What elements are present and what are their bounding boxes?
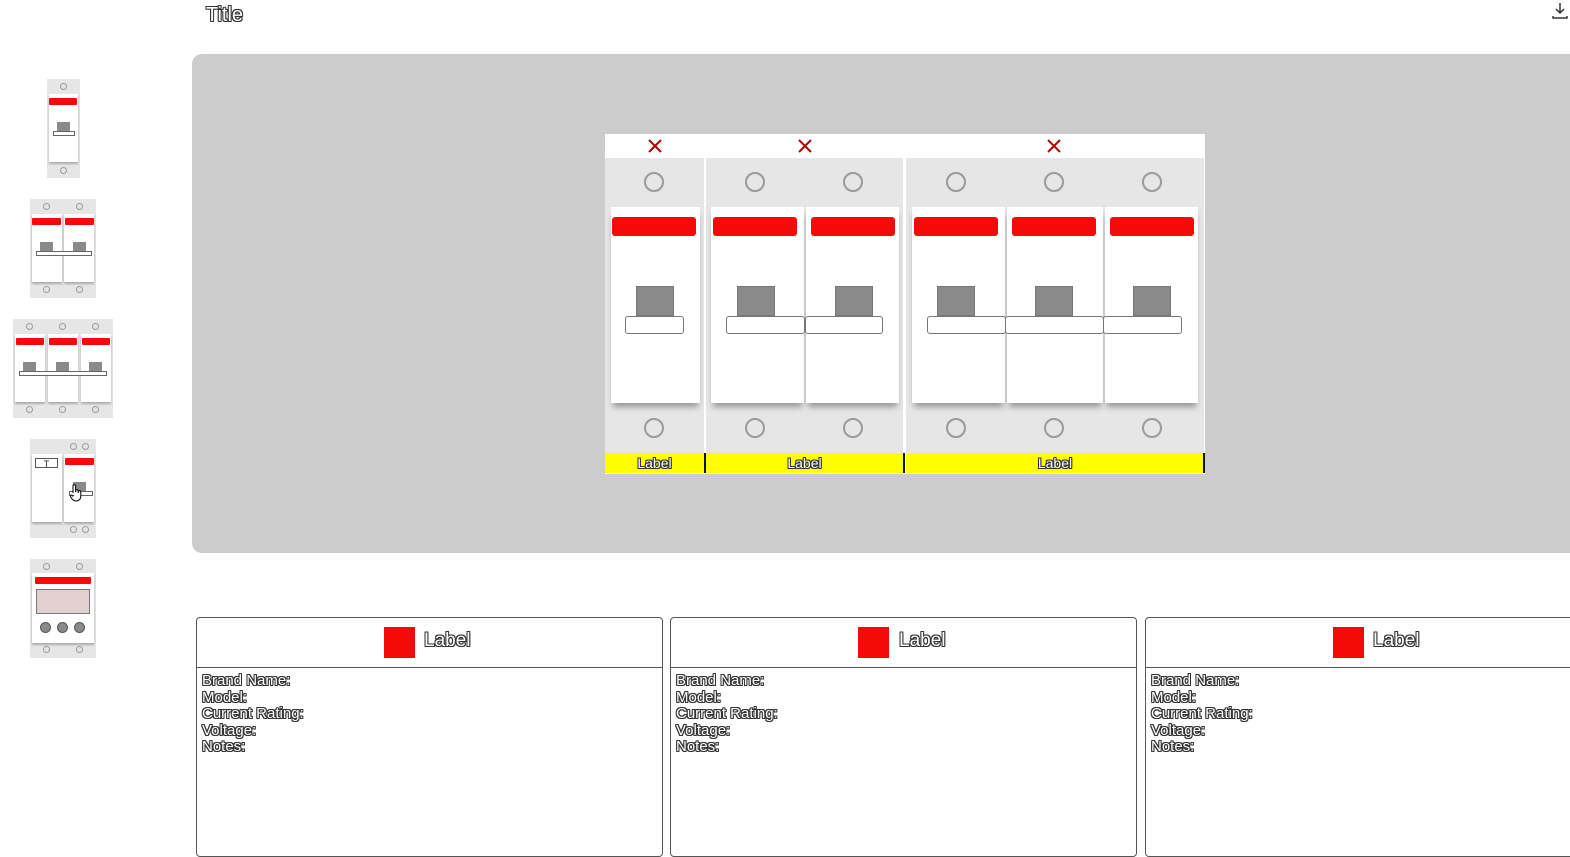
card-label[interactable]: Label	[424, 630, 471, 651]
voltage-field[interactable]: Voltage:	[676, 721, 731, 739]
card-fields[interactable]: Brand Name: Model: Current Rating: Volta…	[1151, 672, 1253, 756]
circuit-info-card: Label Brand Name: Model: Current Rating:…	[196, 617, 663, 857]
current-rating-field[interactable]: Current Rating:	[676, 705, 778, 722]
brand-field[interactable]: Brand Name:	[676, 672, 765, 689]
remove-group-3-close-icon[interactable]	[1046, 137, 1062, 155]
terminal-screw	[1044, 172, 1064, 192]
remove-group-2-close-icon[interactable]	[797, 137, 813, 155]
breaker-toggle[interactable]	[636, 286, 674, 316]
brand-field[interactable]: Brand Name:	[1151, 672, 1240, 689]
terminal-screw	[745, 172, 765, 192]
label-divider	[704, 453, 706, 473]
notes-field[interactable]: Notes:	[1151, 738, 1195, 755]
model-field[interactable]: Model:	[676, 688, 722, 706]
terminal-screw	[745, 418, 765, 438]
trip-indicator	[811, 217, 895, 236]
label-divider	[1203, 453, 1205, 473]
breaker-toggle[interactable]	[737, 286, 775, 316]
toggle-bar	[726, 316, 805, 334]
card-fields[interactable]: Brand Name: Model: Current Rating: Volta…	[676, 672, 778, 756]
breaker-toggle[interactable]	[1133, 286, 1171, 316]
hand-cursor-icon	[69, 484, 83, 507]
color-swatch[interactable]	[1333, 627, 1364, 658]
card-label[interactable]: Label	[899, 630, 946, 651]
download-icon[interactable]	[1552, 2, 1568, 22]
model-field[interactable]: Model:	[1151, 688, 1197, 706]
group-label[interactable]: Label	[605, 453, 704, 473]
terminal-screw	[946, 172, 966, 192]
card-label[interactable]: Label	[1373, 630, 1420, 651]
toggle-bar	[1005, 316, 1104, 334]
terminal-screw	[1142, 418, 1162, 438]
breaker-toggle[interactable]	[1035, 286, 1073, 316]
remove-group-1-close-icon[interactable]	[647, 137, 663, 155]
palette-single-pole-breaker[interactable]	[47, 79, 80, 178]
breaker-toggle[interactable]	[937, 286, 975, 316]
current-rating-field[interactable]: Current Rating:	[1151, 705, 1253, 722]
palette-triple-pole-breaker[interactable]	[13, 319, 113, 418]
group-label[interactable]: Label	[906, 453, 1204, 473]
trip-indicator	[1012, 217, 1096, 236]
toggle-bar	[927, 316, 1006, 334]
circuit-info-card: Label Brand Name: Model: Current Rating:…	[1145, 617, 1570, 857]
terminal-screw	[1044, 418, 1064, 438]
color-swatch[interactable]	[384, 627, 415, 658]
voltage-field[interactable]: Voltage:	[202, 721, 257, 739]
terminal-screw	[946, 418, 966, 438]
breaker-toggle[interactable]	[835, 286, 873, 316]
current-rating-field[interactable]: Current Rating:	[202, 705, 304, 722]
label-divider	[903, 453, 905, 473]
rcd-test-button: T	[35, 458, 58, 469]
meter-display	[36, 589, 90, 614]
brand-field[interactable]: Brand Name:	[202, 672, 291, 689]
toggle-bar	[1103, 316, 1182, 334]
trip-indicator	[713, 217, 797, 236]
notes-field[interactable]: Notes:	[202, 738, 246, 755]
terminal-screw	[843, 418, 863, 438]
terminal-screw	[644, 172, 664, 192]
voltage-field[interactable]: Voltage:	[1151, 721, 1206, 739]
toggle-bar	[805, 316, 883, 334]
page-title[interactable]: Title	[206, 4, 244, 26]
palette-rcd-module[interactable]: T	[30, 439, 96, 538]
card-fields[interactable]: Brand Name: Model: Current Rating: Volta…	[202, 672, 304, 756]
card-header[interactable]: Label	[197, 618, 662, 668]
terminal-screw	[843, 172, 863, 192]
toggle-bar	[625, 316, 684, 334]
trip-indicator	[914, 217, 998, 236]
card-header[interactable]: Label	[1146, 618, 1570, 668]
circuit-info-card: Label Brand Name: Model: Current Rating:…	[670, 617, 1137, 857]
palette-meter-module[interactable]	[30, 559, 96, 658]
group-label[interactable]: Label	[706, 453, 903, 473]
terminal-screw	[644, 418, 664, 438]
card-header[interactable]: Label	[671, 618, 1136, 668]
notes-field[interactable]: Notes:	[676, 738, 720, 755]
palette-double-pole-breaker[interactable]	[30, 199, 96, 298]
terminal-screw	[1142, 172, 1162, 192]
trip-indicator	[1110, 217, 1194, 236]
color-swatch[interactable]	[858, 627, 889, 658]
model-field[interactable]: Model:	[202, 688, 248, 706]
trip-indicator	[612, 217, 696, 236]
